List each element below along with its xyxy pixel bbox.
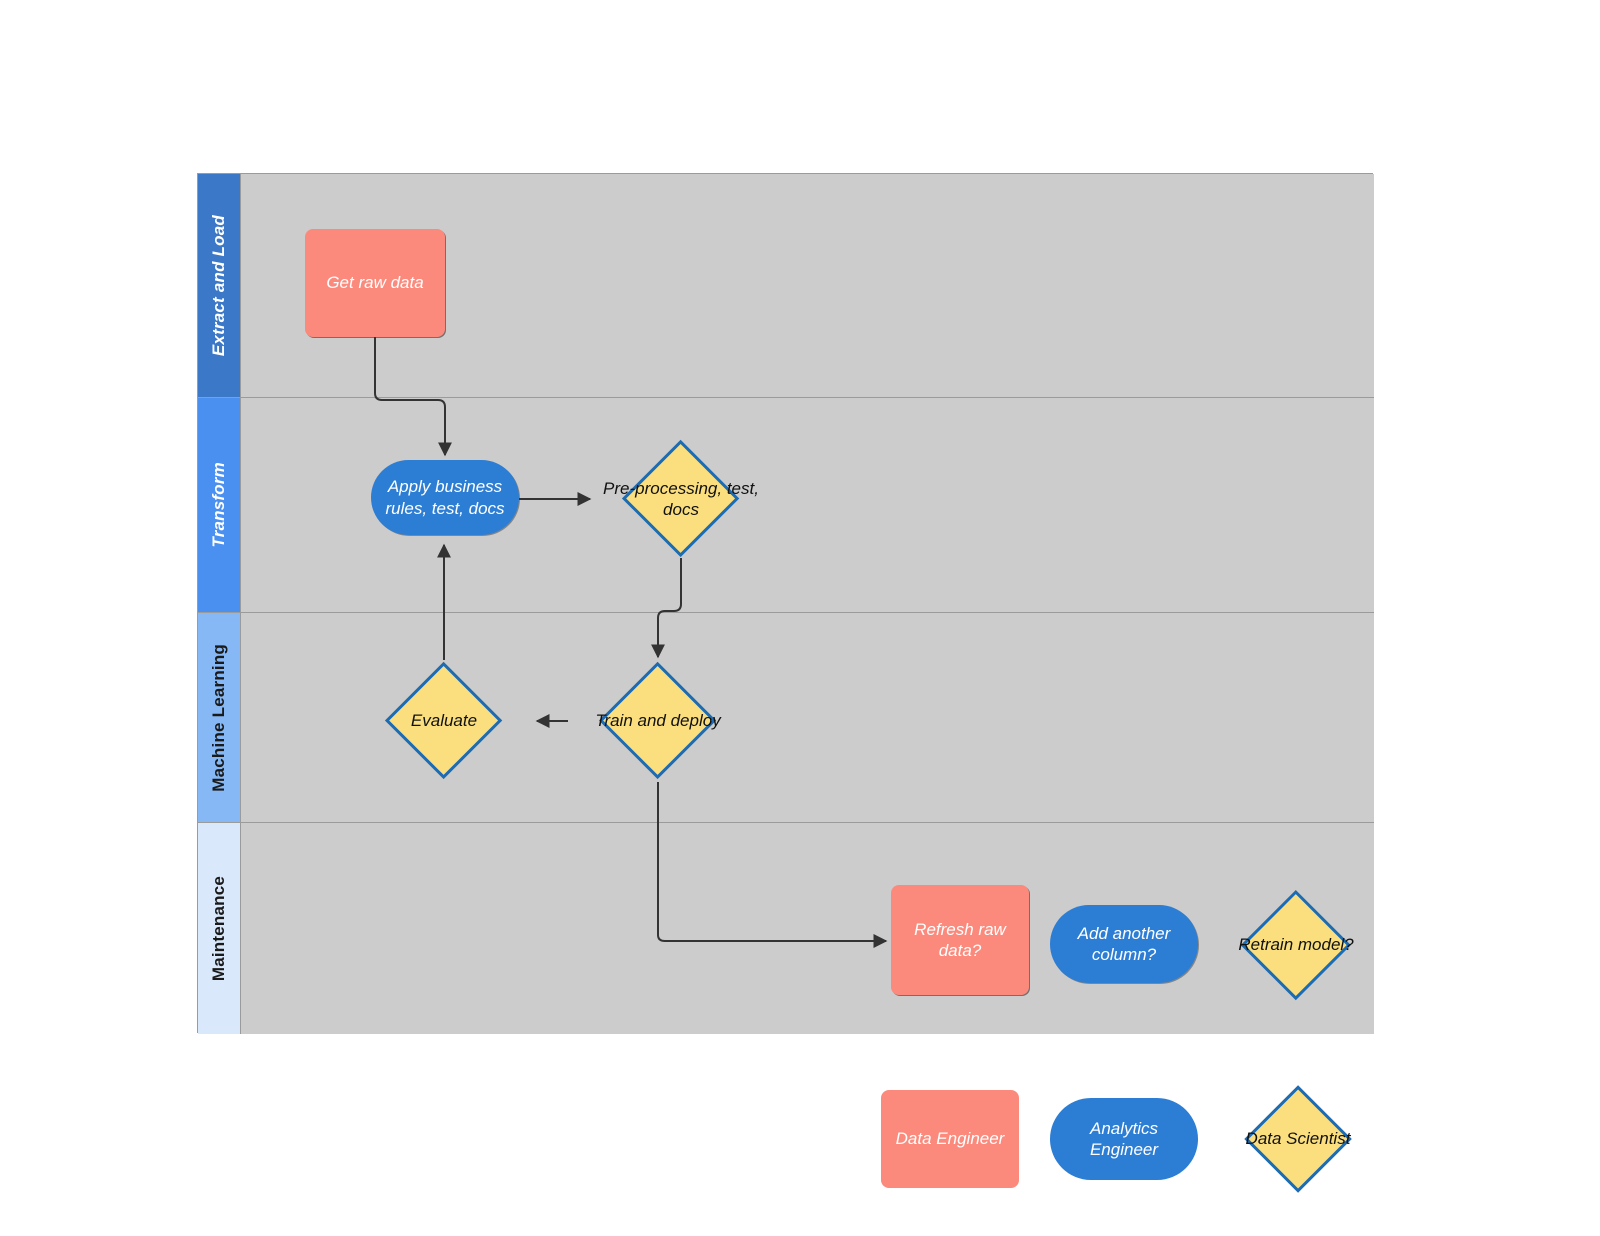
lane-label: Extract and Load bbox=[209, 214, 228, 357]
legend-item-data-engineer: Data Engineer bbox=[881, 1090, 1019, 1188]
legend-item-analytics-engineer: Analytics Engineer bbox=[1050, 1098, 1198, 1180]
node-pre-processing[interactable]: Pre-processing, test, docs bbox=[595, 440, 767, 558]
node-get-raw-data[interactable]: Get raw data bbox=[305, 229, 445, 337]
lane-label: Maintenance bbox=[209, 875, 228, 982]
lane-header: Transform bbox=[198, 398, 241, 612]
node-label: Evaluate bbox=[410, 711, 478, 731]
node-label: Apply business rules, test, docs bbox=[385, 477, 505, 518]
legend-item-label: Data Engineer bbox=[895, 1129, 1005, 1149]
node-evaluate[interactable]: Evaluate bbox=[356, 662, 532, 780]
node-label: Refresh raw data? bbox=[914, 919, 1006, 960]
node-add-another-column[interactable]: Add another column? bbox=[1050, 905, 1198, 983]
legend-item-label: Data Scientist bbox=[1245, 1129, 1351, 1149]
node-train-and-deploy[interactable]: Train and deploy bbox=[570, 662, 746, 780]
lane-header: Machine Learning bbox=[198, 613, 241, 822]
node-label: Add another column? bbox=[1077, 923, 1171, 964]
node-label: Pre-processing, test, docs bbox=[603, 478, 759, 519]
node-label: Retrain model? bbox=[1238, 935, 1354, 955]
legend-item-label: Analytics Engineer bbox=[1089, 1118, 1159, 1159]
node-apply-rules[interactable]: Apply business rules, test, docs bbox=[371, 460, 519, 535]
lane-header: Maintenance bbox=[198, 823, 241, 1034]
node-label: Get raw data bbox=[326, 273, 424, 293]
node-refresh-raw-data[interactable]: Refresh raw data? bbox=[891, 885, 1029, 995]
lane-label: Transform bbox=[209, 462, 228, 548]
lane-label: Machine Learning bbox=[209, 643, 228, 792]
lane-body bbox=[241, 823, 1374, 1034]
legend-item-data-scientist: Data Scientist bbox=[1218, 1085, 1378, 1193]
node-retrain-model[interactable]: Retrain model? bbox=[1216, 890, 1376, 1000]
lane-header: Extract and Load bbox=[198, 174, 241, 397]
node-label: Train and deploy bbox=[595, 711, 721, 731]
